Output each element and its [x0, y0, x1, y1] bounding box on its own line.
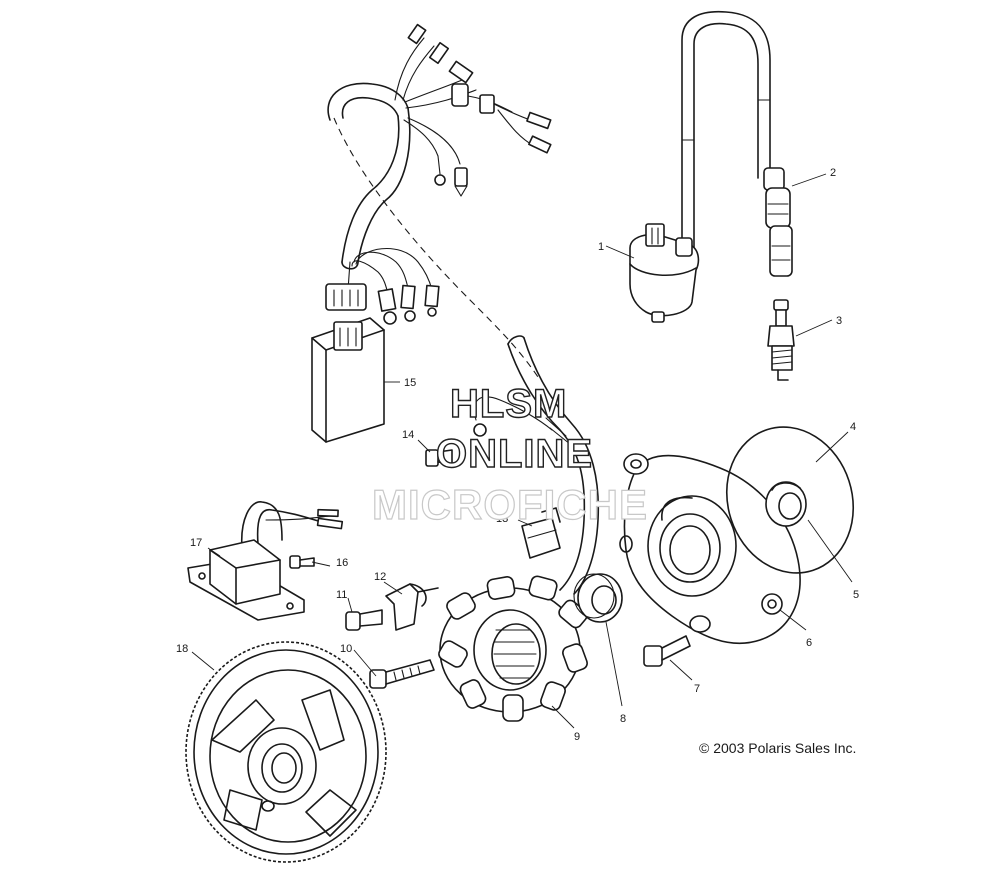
- callout-12: 12: [374, 571, 386, 583]
- callout-14: 14: [402, 429, 414, 441]
- callout-9: 9: [574, 731, 580, 743]
- screw-16: [289, 555, 315, 569]
- watermark-line-3: MICROFICHE: [371, 480, 648, 528]
- callout-3: 3: [836, 315, 842, 327]
- callout-16: 16: [336, 557, 348, 569]
- spark-plug-cap: [763, 167, 793, 277]
- callout-2: 2: [830, 167, 836, 179]
- spark-plug: [767, 299, 795, 381]
- callout-numbers: 1 2 3 4 5 6 7 8 9 10 11 12 13 14 15 16 1…: [176, 167, 859, 743]
- wiring-harness: [325, 23, 552, 325]
- cdi-box: [311, 317, 385, 443]
- ignition-coil: [629, 10, 771, 323]
- stator-housing: [619, 453, 801, 645]
- callout-18: 18: [176, 643, 188, 655]
- flywheel: [185, 641, 387, 863]
- assembly-leader: [333, 117, 541, 381]
- o-ring: [725, 426, 855, 574]
- connector-13: [521, 507, 561, 559]
- bolt-10: [369, 659, 435, 689]
- bearing-5: [765, 481, 807, 527]
- watermark-line-1: HLSM: [449, 381, 568, 426]
- bolt-14: [425, 449, 453, 467]
- bolt-7: [643, 635, 691, 667]
- callout-13: 13: [496, 513, 508, 525]
- callout-17: 17: [190, 537, 202, 549]
- clamp-12: [385, 583, 439, 631]
- callout-8: 8: [620, 713, 626, 725]
- watermark-line-2: ONLINE: [435, 431, 594, 476]
- callout-1: 1: [598, 241, 604, 253]
- stator: [438, 575, 588, 722]
- callout-10: 10: [340, 643, 352, 655]
- callout-7: 7: [694, 683, 700, 695]
- callout-5: 5: [853, 589, 859, 601]
- screw-11: [345, 609, 383, 631]
- callout-4: 4: [850, 421, 856, 433]
- voltage-regulator: [187, 501, 344, 621]
- leader-lines: [191, 173, 853, 729]
- callout-11: 11: [336, 589, 347, 601]
- callout-6: 6: [806, 637, 812, 649]
- callout-15: 15: [404, 377, 416, 389]
- stator-lead-wire: [473, 335, 600, 595]
- seal-8: [573, 573, 623, 623]
- copyright-notice: © 2003 Polaris Sales Inc.: [699, 740, 857, 756]
